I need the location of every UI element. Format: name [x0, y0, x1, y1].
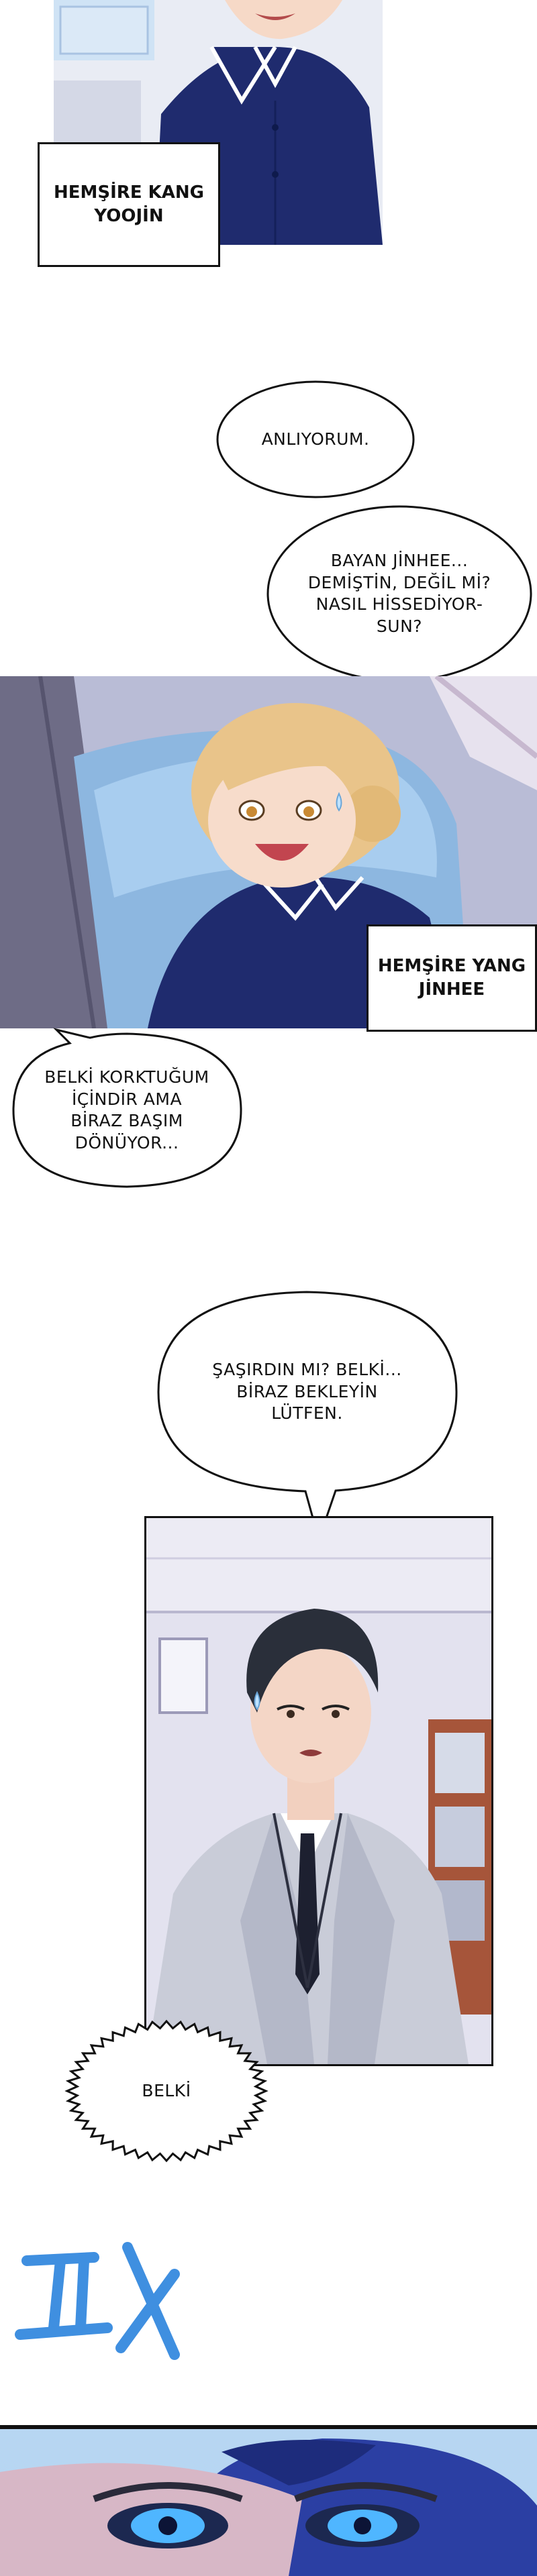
- bubble-shape: [64, 2019, 268, 2163]
- speech-bubble-5: BELKİ: [59, 2014, 274, 2168]
- sfx-glyph: [13, 2234, 201, 2368]
- speech-bubble-2: BAYAN JİNHEE... DEMİŞTİN, DEĞİL Mİ? NASI…: [265, 493, 534, 694]
- speech-text-1: ANLIYORUM.: [261, 429, 370, 449]
- bubble-shape: [12, 1028, 242, 1188]
- bubble-shape: [216, 380, 415, 498]
- speech-text-2: BAYAN JİNHEE... DEMİŞTİN, DEĞİL Mİ? NASI…: [307, 551, 491, 636]
- caption-nurse-kang: HEMŞİRE KANG YOOJİN: [38, 142, 220, 267]
- caption-nurse-yang: HEMŞİRE YANG JİNHEE: [367, 924, 537, 1032]
- bubble-shape: [157, 1291, 458, 1544]
- panel-eyes-closeup: [0, 2425, 537, 2576]
- speech-text-3: BELKİ KORKTUĞUM İÇİNDİR AMA BİRAZ BAŞIM …: [44, 1067, 209, 1152]
- speech-text-4: ŞAŞIRDIN MI? BELKİ... BİRAZ BEKLEYİN LÜT…: [212, 1360, 402, 1424]
- speech-bubble-4: ŞAŞIRDIN MI? BELKİ... BİRAZ BEKLEYİN LÜT…: [154, 1288, 460, 1544]
- speech-bubble-1: ANLIYORUM.: [215, 379, 416, 506]
- speech-text-5: BELKİ: [142, 2080, 191, 2100]
- speech-bubble-3: BELKİ KORKTUĞUM İÇİNDİR AMA BİRAZ BAŞIM …: [9, 1028, 244, 1191]
- panel-doctor: [144, 1516, 493, 2066]
- spiky-outline: [64, 2019, 268, 2163]
